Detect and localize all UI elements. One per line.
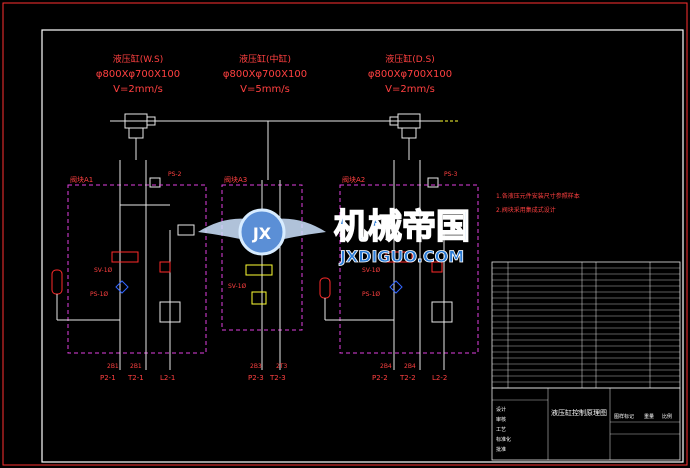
drawing-frame	[41, 29, 684, 463]
svg-text:T2-3: T2-3	[269, 374, 286, 382]
svg-text:PS-1Ø: PS-1Ø	[362, 291, 380, 298]
valve-block-a2: 阀块A2 SV-1Ø PS-1Ø 2B4 2B4 P2-2 T2-2 L2-2	[319, 160, 479, 382]
svg-text:SV-1Ø: SV-1Ø	[362, 267, 381, 274]
pressure-switch-left: PS-2	[149, 171, 182, 188]
svg-text:2B4: 2B4	[380, 363, 392, 370]
site-watermark: JX 机械帝国 JXDIGUO.COM	[198, 206, 471, 266]
svg-text:2B4: 2B4	[404, 363, 416, 370]
cylinder-left-spec: φ800Xφ700X100	[96, 69, 180, 80]
svg-text:2B3: 2B3	[250, 363, 262, 370]
svg-text:PS-2: PS-2	[168, 171, 182, 178]
svg-text:PS-1Ø: PS-1Ø	[90, 291, 108, 298]
svg-text:重量: 重量	[644, 413, 654, 420]
cylinder-left-symbol	[124, 113, 156, 160]
cylinder-right-title: 液压缸(D.S)	[385, 53, 435, 65]
svg-text:比例: 比例	[662, 413, 672, 420]
cylinder-middle-speed: V=5mm/s	[240, 84, 290, 95]
pressure-switch-right: PS-3	[427, 171, 458, 188]
svg-text:设计: 设计	[496, 406, 506, 413]
block-a3-label: 阀块A3	[224, 175, 247, 184]
cylinder-right-symbol	[389, 113, 421, 160]
svg-text:SV-1Ø: SV-1Ø	[94, 267, 113, 274]
gear-logo-icon	[238, 208, 286, 256]
svg-text:P2-1: P2-1	[100, 374, 116, 382]
watermark-logo-text: JX	[252, 224, 272, 243]
svg-text:审核: 审核	[496, 416, 506, 423]
cylinder-left-title: 液压缸(W.S)	[113, 53, 163, 65]
svg-text:SV-1Ø: SV-1Ø	[228, 283, 247, 290]
svg-text:工艺: 工艺	[496, 427, 506, 433]
svg-text:L2-1: L2-1	[160, 374, 175, 382]
cylinder-left-speed: V=2mm/s	[113, 84, 163, 95]
cylinder-left-header: 液压缸(W.S) φ800Xφ700X100 V=2mm/s	[96, 53, 180, 95]
cylinder-middle-title: 液压缸(中缸)	[239, 53, 291, 65]
svg-text:P2-2: P2-2	[372, 374, 388, 382]
svg-text:2T3: 2T3	[276, 363, 287, 370]
valve-block-a1: 阀块A1 SV-1Ø PS-1Ø 2B1 2B1 P2-1 T2-1 L2-1	[51, 160, 207, 382]
valve-block-a3: 阀块A3 SV-1Ø 2B3 2T3 P2-3 T2-3	[221, 175, 303, 382]
svg-text:图样标记: 图样标记	[614, 413, 634, 420]
note-1: 1.各液压元件安装尺寸参照样本	[496, 192, 580, 200]
block-a1-label: 阀块A1	[70, 175, 93, 184]
svg-text:标准化: 标准化	[496, 436, 511, 443]
title-block: 液压缸控制原理图 设计 审核 工艺 标准化 批准 图样标记 重量 比例	[491, 387, 681, 461]
svg-text:L2-2: L2-2	[432, 374, 447, 382]
cylinder-middle-header: 液压缸(中缸) φ800Xφ700X100 V=5mm/s	[223, 53, 307, 95]
svg-text:批准: 批准	[496, 446, 506, 453]
svg-text:2B1: 2B1	[130, 363, 142, 370]
watermark-cn: 机械帝国	[334, 207, 470, 247]
note-2: 2.阀块采用集成式设计	[496, 206, 556, 214]
svg-text:T2-1: T2-1	[127, 374, 144, 382]
watermark-en: JXDIGUO.COM	[339, 247, 464, 266]
svg-text:PS-3: PS-3	[444, 171, 458, 178]
svg-text:2B1: 2B1	[107, 363, 119, 370]
cylinder-right-header: 液压缸(D.S) φ800Xφ700X100 V=2mm/s	[368, 53, 452, 95]
cylinder-right-speed: V=2mm/s	[385, 84, 435, 95]
cylinder-middle-spec: φ800Xφ700X100	[223, 69, 307, 80]
svg-text:T2-2: T2-2	[399, 374, 416, 382]
block-a2-label: 阀块A2	[342, 175, 365, 184]
drawing-title: 液压缸控制原理图	[551, 408, 607, 417]
cylinder-right-spec: φ800Xφ700X100	[368, 69, 452, 80]
svg-text:P2-3: P2-3	[248, 374, 264, 382]
bom-table	[491, 261, 681, 389]
